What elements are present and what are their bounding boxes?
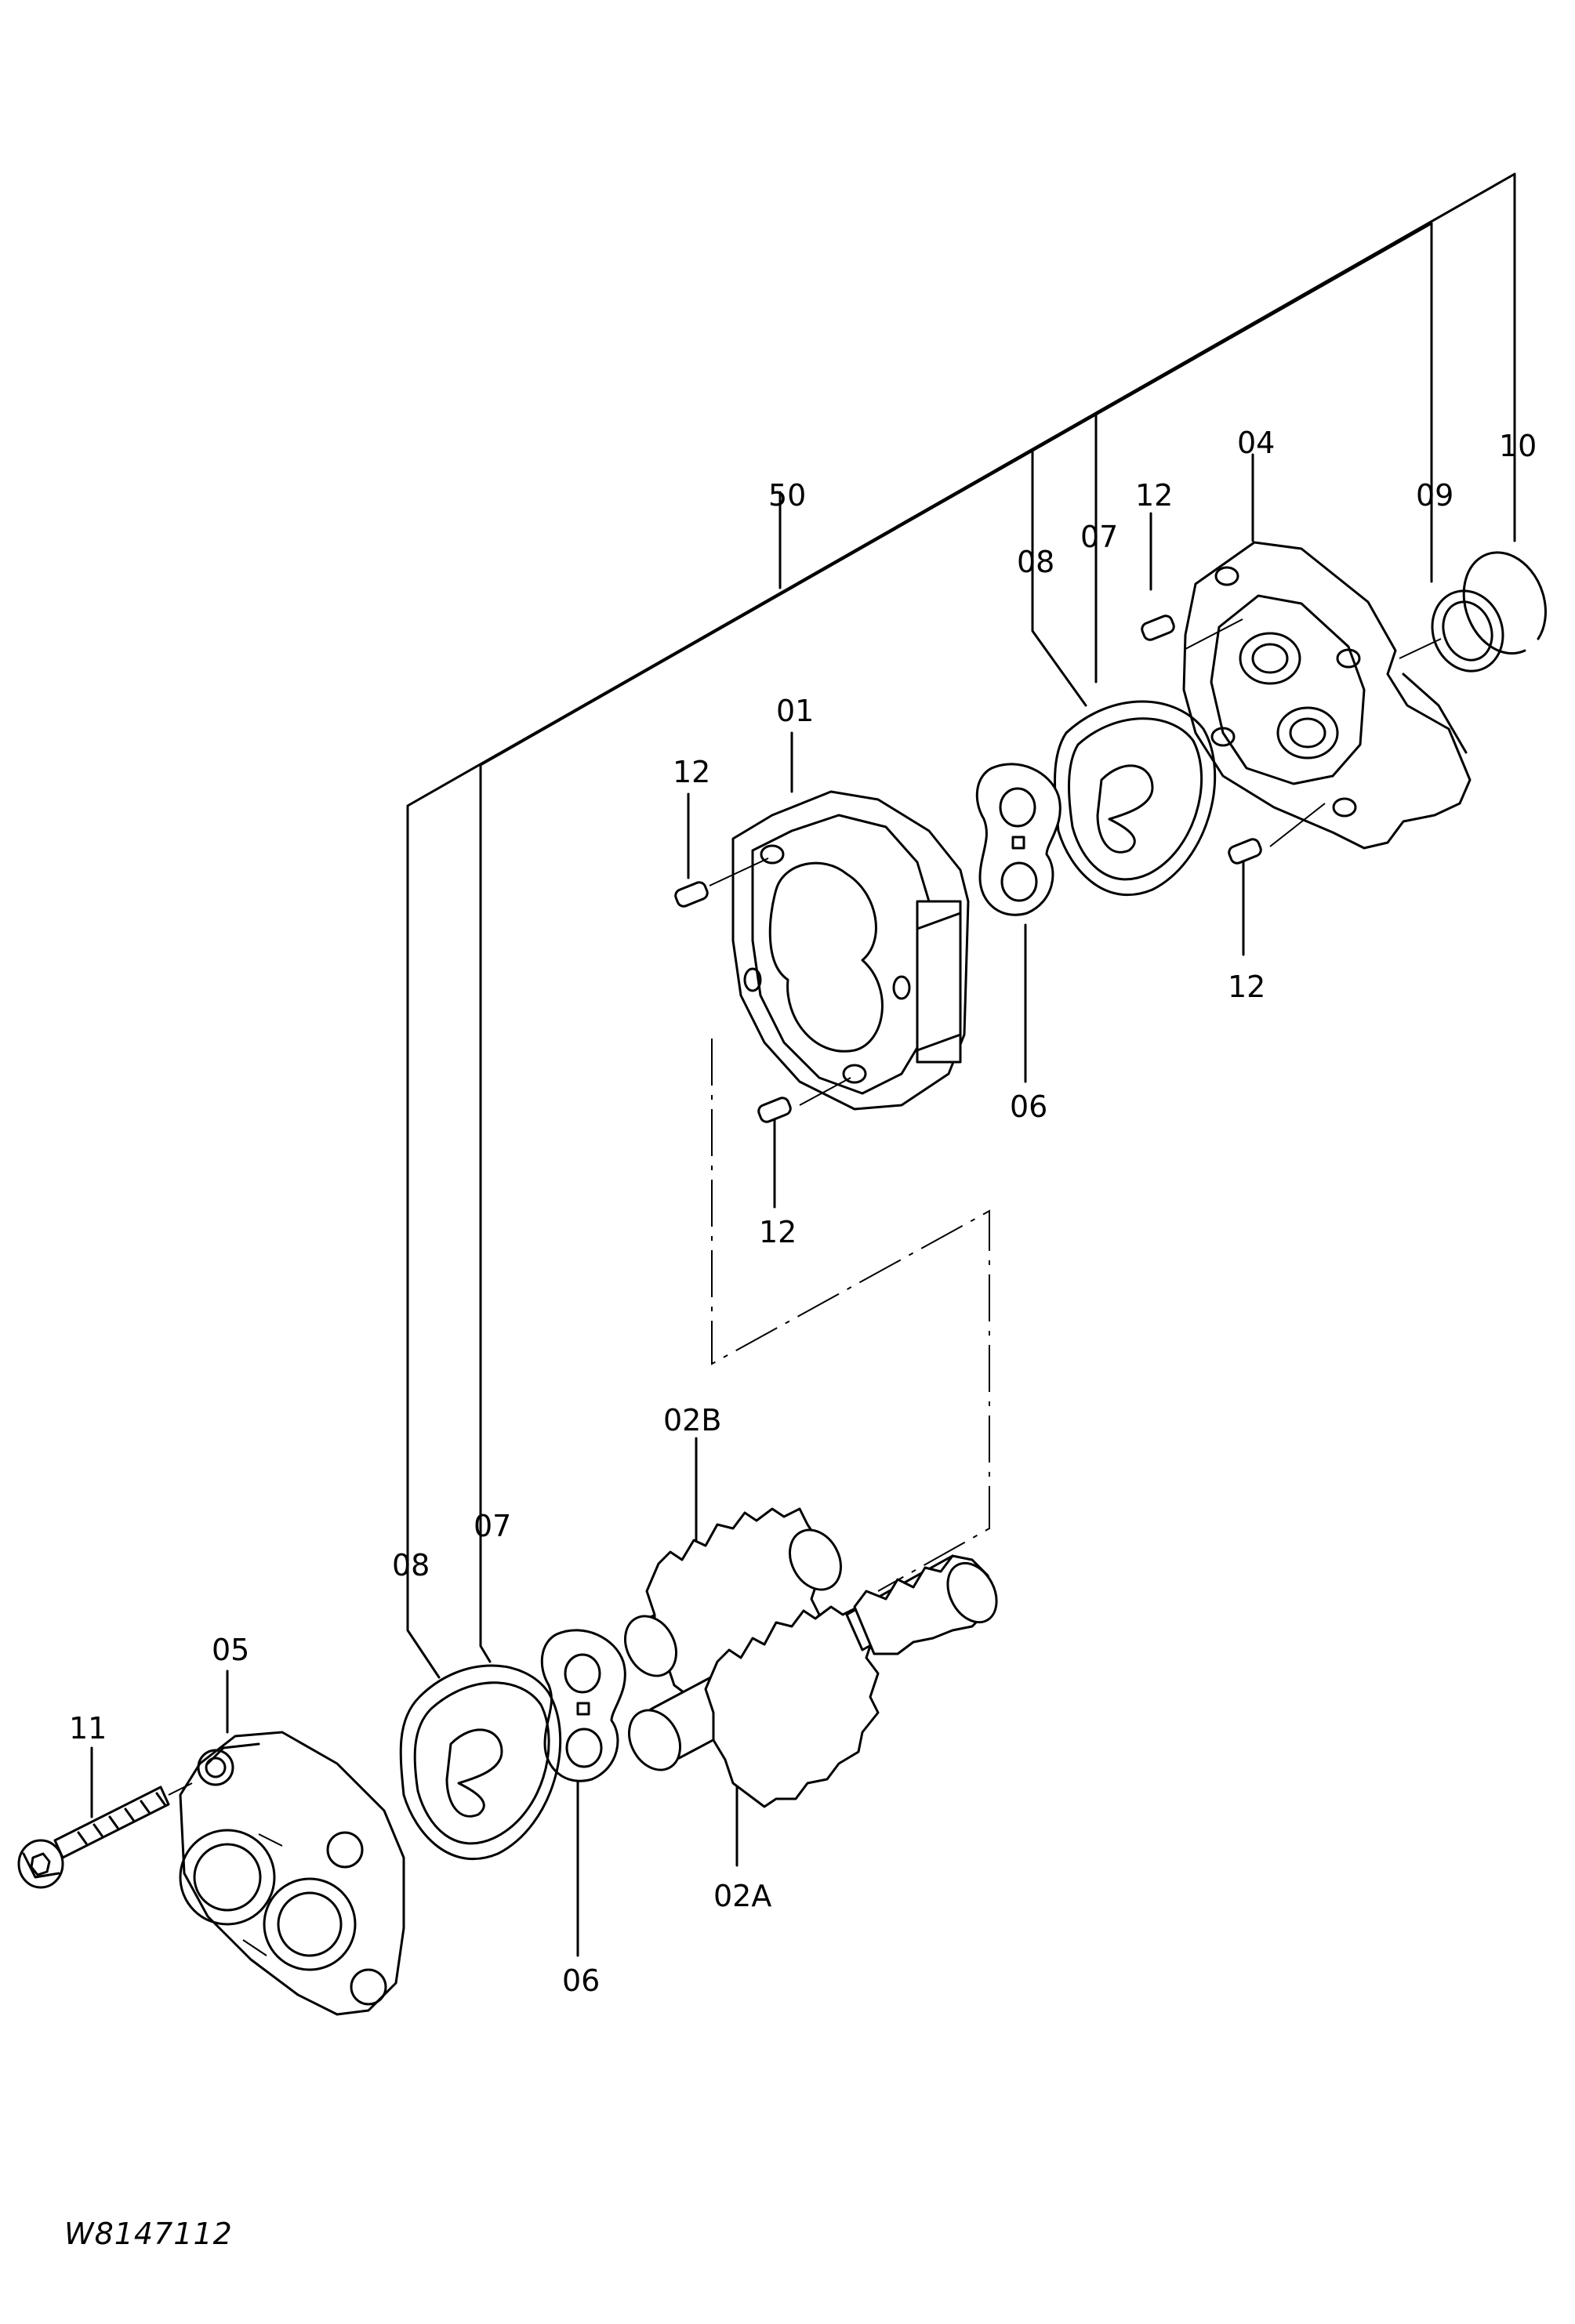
callout-12-top-right: 12 (1135, 478, 1173, 513)
callout-07-bottom: 07 (474, 1509, 511, 1543)
callout-08-bottom: 08 (392, 1548, 430, 1583)
callout-labels: 50 07 08 12 04 09 10 01 12 12 06 12 02B … (69, 426, 1537, 1998)
part-10-snap-ring (1462, 551, 1547, 655)
callout-02B: 02B (663, 1403, 721, 1438)
callout-02A: 02A (713, 1879, 771, 1913)
callout-50: 50 (768, 478, 806, 513)
part-01-gear-housing (709, 790, 970, 1111)
callout-06-bottom: 06 (562, 1963, 600, 1998)
callout-11: 11 (69, 1711, 107, 1746)
callout-01: 01 (776, 694, 814, 728)
part-11-cap-screw (17, 1782, 193, 1889)
part-09-bearing (1399, 589, 1504, 673)
part-12-dowel-pin-right (1228, 838, 1262, 865)
part-07-08-seals-top (1054, 700, 1217, 896)
callout-05: 05 (212, 1633, 249, 1667)
callout-12-upper-left: 12 (673, 755, 710, 789)
callout-04: 04 (1237, 426, 1275, 460)
callout-12-right: 12 (1228, 970, 1265, 1004)
callout-12-lower: 12 (759, 1215, 797, 1249)
drawing-number: W8147112 (64, 2217, 233, 2251)
part-12-dowel-pin-upper-right (1141, 615, 1175, 641)
part-02-gears (624, 1507, 998, 1808)
callout-06-top: 06 (1010, 1089, 1047, 1124)
part-12-dowel-pin-upper-left (674, 881, 709, 908)
part-04-rear-cover (1182, 541, 1472, 850)
part-07-08-seals-bottom (399, 1664, 562, 1860)
part-12-dowel-pin-lower (757, 1097, 792, 1123)
callout-09: 09 (1416, 478, 1453, 513)
part-06-side-plate-top (975, 763, 1061, 916)
part-06-side-plate-bottom (540, 1629, 626, 1782)
part-05-front-cover (179, 1731, 405, 2016)
callout-07-top: 07 (1080, 520, 1118, 554)
assembly-leader-lines (90, 172, 1516, 1957)
callout-10: 10 (1499, 429, 1537, 463)
callout-08-top: 08 (1017, 545, 1054, 579)
